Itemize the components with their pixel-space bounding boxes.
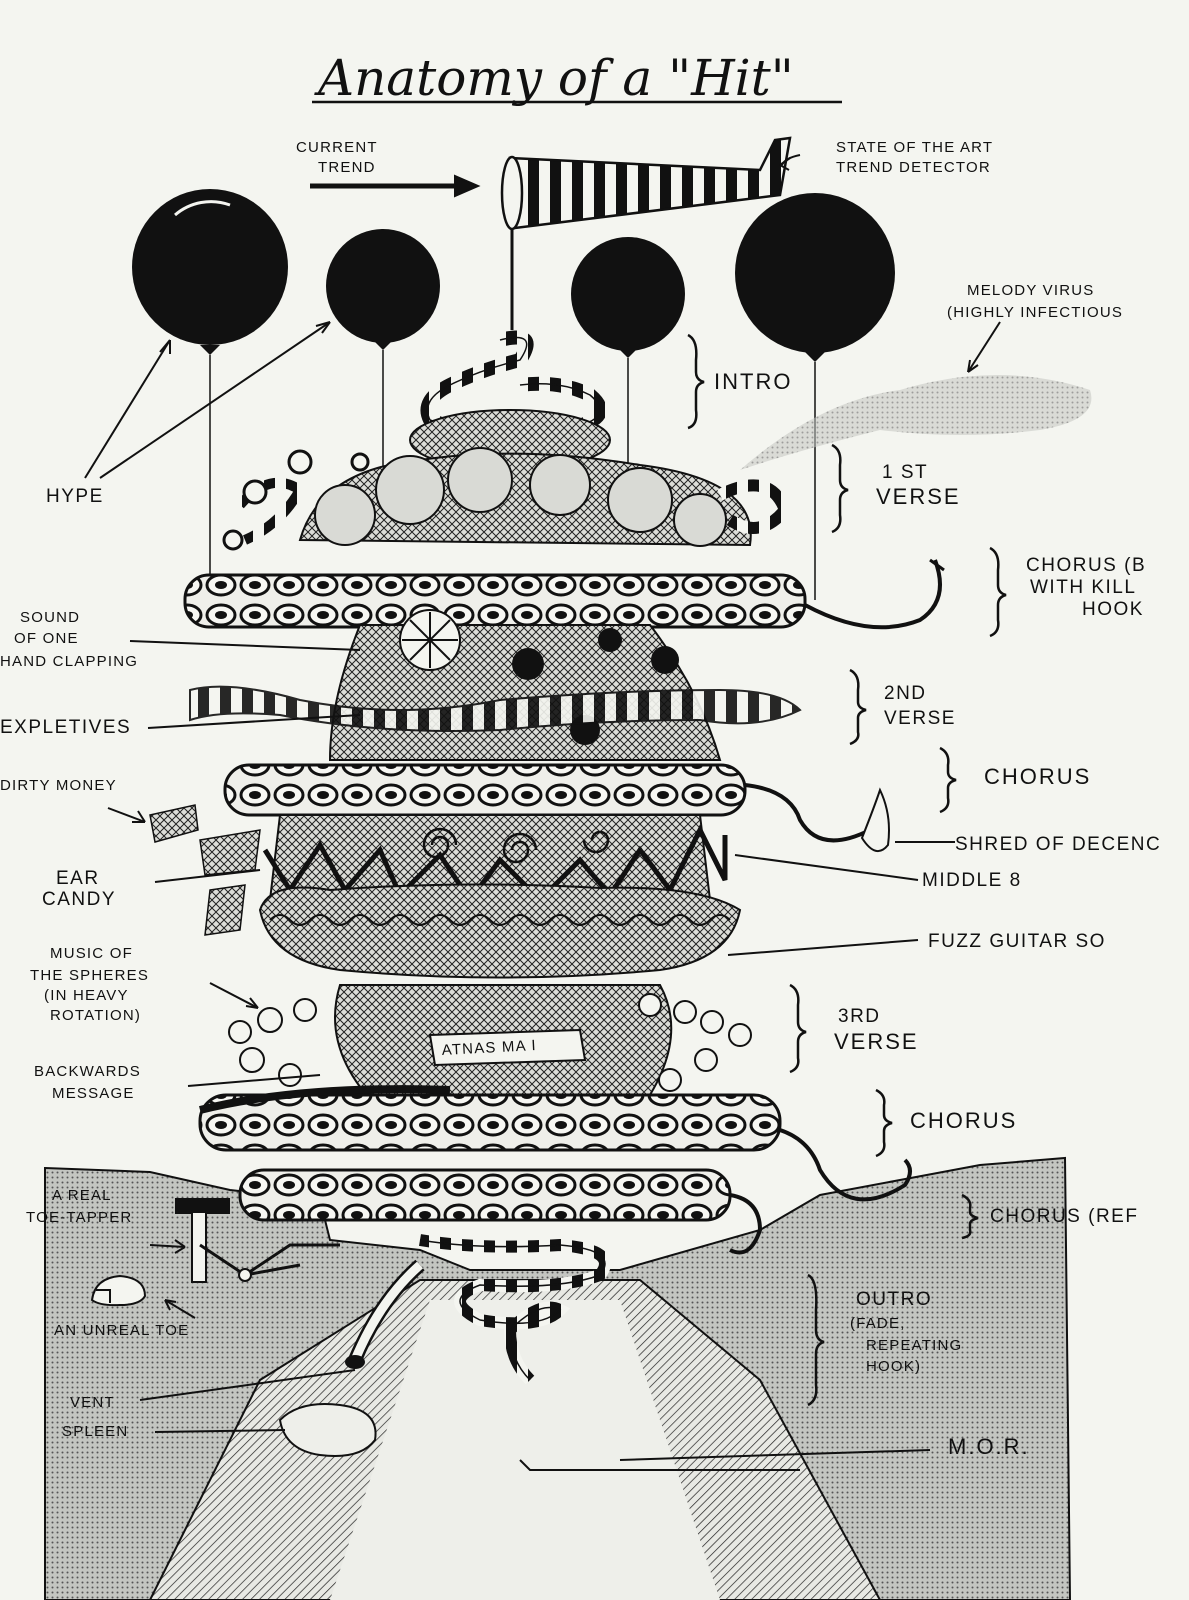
hit-tower (183, 330, 945, 1457)
label-middle-8: MIDDLE 8 (922, 870, 1022, 891)
label-chorus-killer-2: WITH KILL (1030, 577, 1136, 598)
label-ear-candy-1: EAR (56, 868, 100, 889)
dirty-money (149, 804, 199, 843)
trend-detector-windsock (500, 136, 792, 330)
label-chorus-killer-1: CHORUS (B (1026, 555, 1146, 576)
label-chorus-ref: CHORUS (REF (990, 1206, 1138, 1227)
label-music-spheres-4: ROTATION) (50, 1007, 141, 1024)
label-backwards-2: MESSAGE (52, 1085, 135, 1102)
unreal-toe (90, 1274, 147, 1307)
label-music-spheres-3: (IN HEAVY (44, 987, 129, 1004)
ear-candy-paper (199, 829, 261, 876)
balloon-1 (132, 189, 288, 600)
label-hype: HYPE (46, 486, 104, 507)
label-backwards-1: BACKWARDS (34, 1063, 141, 1080)
label-third-verse-2: VERSE (834, 1029, 919, 1054)
balloon-4 (735, 193, 895, 600)
label-outro-1: OUTRO (856, 1289, 932, 1310)
label-first-verse-2: VERSE (876, 484, 961, 509)
label-sound-one-hand-2: OF ONE (14, 630, 79, 647)
label-sound-one-hand-1: SOUND (20, 609, 80, 626)
balloon-2 (326, 229, 440, 470)
label-intro: INTRO (714, 369, 792, 394)
label-melody-virus-1: MELODY VIRUS (967, 282, 1095, 299)
label-ear-candy-2: CANDY (42, 889, 116, 910)
balloon-3 (571, 237, 685, 470)
label-third-verse-1: 3RD (838, 1006, 881, 1027)
label-trend-detector-2: TREND DETECTOR (836, 159, 991, 176)
label-outro-2: (FADE, (850, 1315, 906, 1332)
label-vent: VENT (70, 1394, 115, 1411)
label-second-verse-1: 2ND (884, 683, 927, 704)
label-spleen: SPLEEN (62, 1423, 128, 1440)
page-title: Anatomy of a "Hit" (314, 49, 794, 107)
label-unreal-toe: AN UNREAL TOE (54, 1322, 189, 1339)
label-real-toe-tapper-1: A REAL (52, 1187, 112, 1204)
section-brackets (687, 333, 1007, 1407)
label-trend-detector-1: STATE OF THE ART (836, 139, 993, 156)
label-chorus-2: CHORUS (910, 1108, 1017, 1133)
label-shred: SHRED OF DECENC (955, 834, 1161, 855)
label-dirty-money: DIRTY MONEY (0, 777, 117, 794)
label-backwards-banner: ATNAS MA I (441, 1037, 537, 1059)
label-music-spheres-1: MUSIC OF (50, 945, 133, 962)
label-chorus-1: CHORUS (984, 764, 1091, 789)
label-outro-3: REPEATING (866, 1337, 962, 1354)
label-current-trend-2: TREND (318, 159, 376, 176)
label-real-toe-tapper-2: TOE-TAPPER (26, 1209, 132, 1226)
label-second-verse-2: VERSE (884, 708, 956, 729)
leader-lines (84, 154, 1001, 1461)
melody-virus-cloud (740, 375, 1092, 470)
toe-tapper-hammer (175, 1198, 340, 1283)
label-current-trend-1: CURRENT (296, 139, 378, 156)
label-first-verse-1: 1 ST (882, 462, 928, 483)
label-expletives: EXPLETIVES (0, 717, 131, 738)
label-sound-one-hand-3: HAND CLAPPING (0, 653, 138, 670)
label-chorus-killer-3: HOOK (1082, 599, 1144, 620)
label-outro-4: HOOK) (866, 1358, 921, 1375)
label-music-spheres-2: THE SPHERES (30, 967, 149, 984)
label-fuzz-guitar: FUZZ GUITAR SO (928, 931, 1106, 952)
label-mor: M.O.R. (948, 1434, 1030, 1459)
label-melody-virus-2: (HIGHLY INFECTIOUS (947, 304, 1123, 321)
annotation-labels: CURRENT TREND STATE OF THE ART TREND DET… (0, 139, 1161, 1459)
